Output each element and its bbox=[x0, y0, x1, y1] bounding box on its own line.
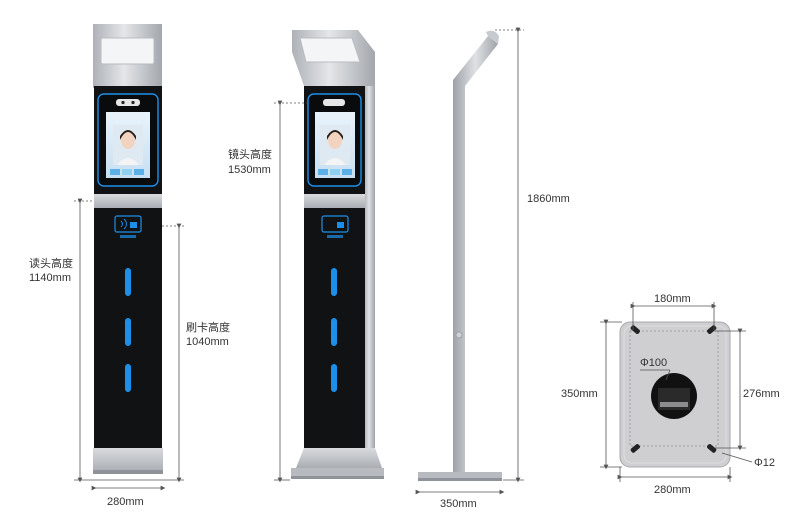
hole-spacing-width-value: 180mm bbox=[654, 293, 691, 305]
angled-side-rail bbox=[363, 86, 375, 466]
bolt-hole-diameter: Φ12 bbox=[754, 457, 776, 469]
led-strip-2 bbox=[125, 318, 131, 346]
nfc-card-icon bbox=[321, 215, 349, 233]
side-pole-body bbox=[453, 36, 498, 472]
side-base bbox=[418, 472, 502, 480]
angled-top-window bbox=[299, 37, 361, 63]
angled-dimension-lines bbox=[274, 100, 308, 483]
base-plate-dimension-lines bbox=[600, 302, 753, 482]
base-depth-value: 350mm bbox=[440, 498, 477, 510]
angled-base bbox=[296, 448, 382, 468]
hole-spacing-depth-value: 276mm bbox=[743, 388, 780, 400]
front-divider-band bbox=[94, 194, 162, 208]
face-photo-icon bbox=[113, 125, 143, 165]
led-strip-3 bbox=[125, 364, 131, 392]
led-strip-1 bbox=[125, 268, 131, 296]
lens-height-label: 镜头高度 bbox=[228, 149, 272, 161]
side-view-pole bbox=[418, 30, 502, 481]
camera-icon bbox=[116, 99, 140, 106]
front-width-value: 280mm bbox=[107, 496, 144, 508]
nfc-card-icon bbox=[114, 215, 142, 233]
reader-height-label: 读头高度 bbox=[29, 258, 73, 270]
led-strip-1 bbox=[331, 268, 337, 296]
front-top-window bbox=[100, 37, 155, 65]
card-height-value: 1040mm bbox=[186, 336, 229, 348]
led-strip-3 bbox=[331, 364, 337, 392]
plate-width-value: 280mm bbox=[654, 484, 691, 496]
total-height-value: 1860mm bbox=[527, 193, 570, 205]
plate-depth-value: 350mm bbox=[561, 388, 598, 400]
led-strip-2 bbox=[331, 318, 337, 346]
card-height-label: 刷卡高度 bbox=[186, 322, 230, 334]
front-view-terminal bbox=[93, 24, 163, 474]
camera-icon bbox=[323, 99, 345, 106]
lens-height-value: 1530mm bbox=[228, 164, 271, 176]
front-base bbox=[93, 448, 163, 472]
base-plate bbox=[619, 321, 731, 468]
side-pole-hole bbox=[455, 331, 463, 339]
angled-view-terminal bbox=[291, 30, 384, 479]
center-hole-diameter: Φ100 bbox=[640, 357, 668, 369]
front-dimension-lines bbox=[74, 198, 184, 491]
side-dimension-lines bbox=[415, 27, 524, 495]
face-photo-icon bbox=[320, 125, 350, 165]
reader-height-value: 1140mm bbox=[29, 272, 71, 284]
